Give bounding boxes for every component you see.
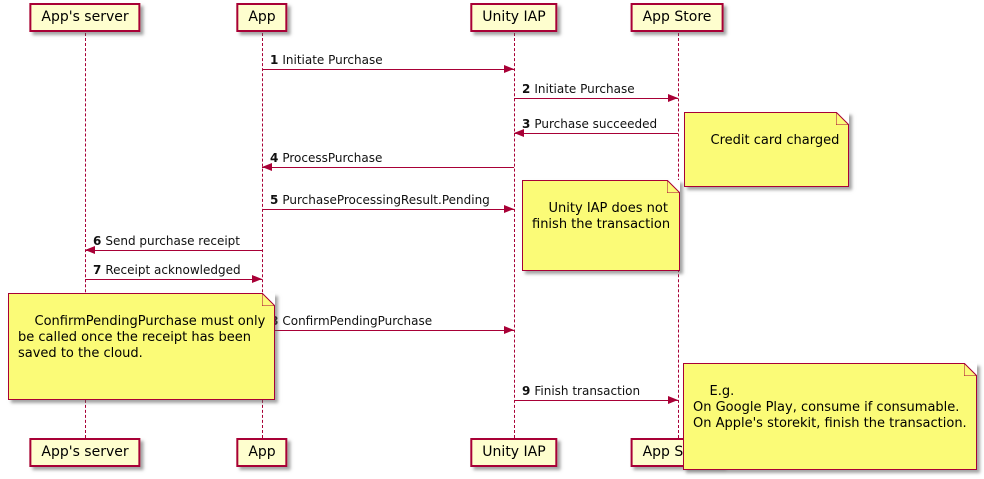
participant-unity-iap-bottom: Unity IAP: [470, 438, 558, 467]
arrowhead-icon: [262, 163, 272, 171]
note-credit-card-charged: Credit card charged: [684, 112, 850, 187]
note-fold-icon: [963, 363, 977, 376]
message-8-confirmpendingpurchase: 8ConfirmPendingPurchase: [262, 313, 514, 334]
lifeline-app: [262, 33, 263, 438]
participant-app-top: App: [236, 3, 288, 32]
arrowhead-icon: [504, 65, 514, 73]
note-finish-transaction-examples: E.g. On Google Play, consume if consumab…: [683, 363, 977, 470]
arrowhead-icon: [668, 94, 678, 102]
message-label: 8ConfirmPendingPurchase: [270, 314, 433, 328]
arrowhead-icon: [504, 326, 514, 334]
arrowhead-icon: [504, 205, 514, 213]
note-fold-icon: [836, 112, 850, 125]
arrowhead-icon: [668, 396, 678, 404]
arrowhead-icon: [252, 275, 262, 283]
note-confirmpendingpurchase-rule: ConfirmPendingPurchase must only be call…: [8, 293, 276, 400]
lifeline-unity-iap: [514, 33, 515, 438]
note-fold-icon: [262, 293, 276, 306]
arrowhead-icon: [85, 246, 95, 254]
participant-app-bottom: App: [236, 438, 288, 467]
participant-app-store-top: App Store: [630, 3, 724, 32]
lifeline-apps-server: [85, 33, 86, 438]
note-unity-iap-does-not-finish: Unity IAP does not finish the transactio…: [522, 180, 681, 271]
arrowhead-icon: [514, 129, 524, 137]
participant-apps-server-top: App's server: [29, 3, 141, 32]
participant-unity-iap-top: Unity IAP: [470, 3, 558, 32]
note-fold-icon: [667, 180, 681, 193]
participant-apps-server-bottom: App's server: [29, 438, 141, 467]
